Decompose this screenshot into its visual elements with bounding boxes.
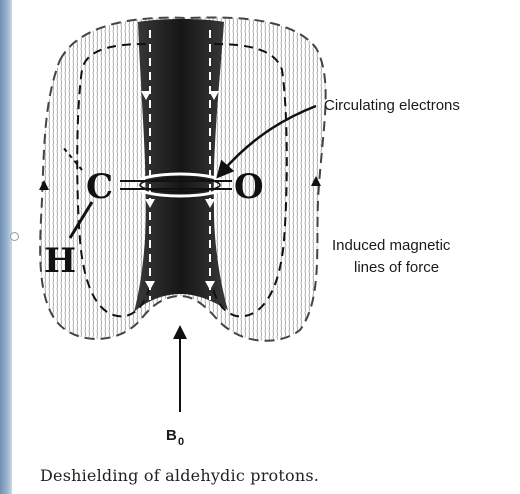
b0-subscript: 0 (178, 436, 184, 448)
figure-caption: Deshielding of aldehydic protons. (40, 466, 319, 485)
circulating-label: Circulating electrons (324, 97, 460, 114)
induced-label-line1: Induced magnetic (332, 237, 451, 254)
atom-carbon: C (86, 167, 113, 207)
field-core (134, 19, 228, 312)
atom-oxygen: O (234, 167, 264, 207)
induced-label-line2: lines of force (354, 259, 439, 276)
atom-hydrogen: H (44, 241, 76, 281)
b0-label: B (166, 427, 177, 444)
